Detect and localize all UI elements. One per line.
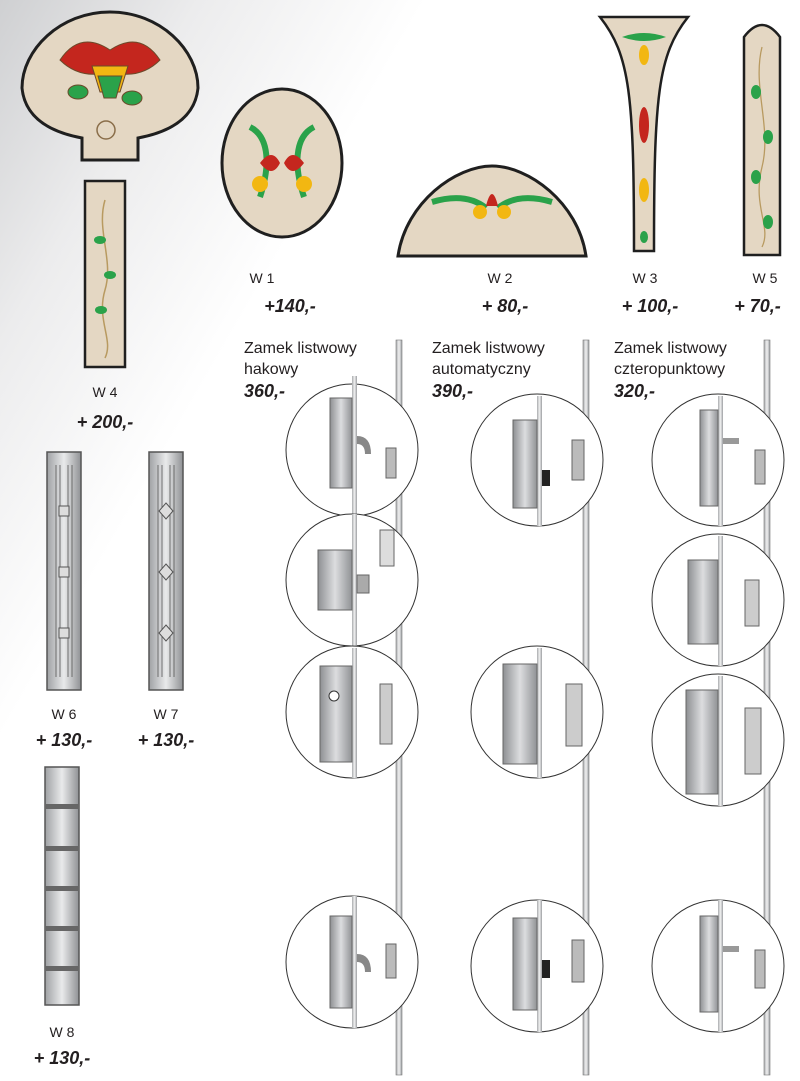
lock-1-title-line2: hakowy	[244, 361, 299, 378]
w1-price: +140,-	[264, 296, 316, 316]
fan-glass-panel	[20, 10, 200, 162]
lock-1-detail-2	[285, 513, 419, 647]
w3-glass-panel	[597, 15, 691, 253]
w1-glass-panel	[220, 87, 344, 239]
lock-2-detail-2	[470, 645, 604, 779]
lock-3-title-line2: czteropunktowy	[614, 361, 726, 378]
lock-1-title: Zamek listwowy hakowy	[244, 338, 357, 380]
lock-2-price: 390,-	[432, 381, 474, 401]
w6-price: + 130,-	[35, 730, 93, 750]
lock-3-detail-2	[651, 533, 785, 667]
lock-3-detail-4	[651, 899, 785, 1033]
w4-code: W 4	[92, 384, 118, 400]
lock-2-title: Zamek listwowy automatyczny	[432, 338, 545, 380]
lock-2-detail-3	[470, 899, 604, 1033]
w7-glass-strip	[148, 451, 184, 691]
lock-1-price: 360,-	[244, 381, 286, 401]
lock-2-detail-1	[470, 393, 604, 527]
lock-1-title-line1: Zamek listwowy	[244, 340, 357, 357]
lock-1-detail-1	[285, 376, 419, 526]
lock-3-detail-1	[651, 393, 785, 527]
w2-code: W 2	[487, 270, 513, 286]
w2-glass-panel	[396, 164, 588, 258]
lock-3-detail-3	[651, 673, 785, 807]
w8-glass-strip	[44, 766, 80, 1006]
lock-1-detail-4	[285, 895, 419, 1029]
lock-3-price: 320,-	[614, 381, 656, 401]
w7-code: W 7	[153, 706, 179, 722]
w6-code: W 6	[51, 706, 77, 722]
w3-price: + 100,-	[621, 296, 679, 316]
w5-glass-panel	[742, 23, 782, 257]
lock-2-title-line2: automatyczny	[432, 361, 531, 378]
w4-price: + 200,-	[76, 412, 134, 432]
w1-code: W 1	[249, 270, 275, 286]
lock-3-title-line1: Zamek listwowy	[614, 340, 727, 357]
lock-3-title: Zamek listwowy czteropunktowy	[614, 338, 727, 380]
w2-price: + 80,-	[481, 296, 529, 316]
w3-code: W 3	[632, 270, 658, 286]
lock-2-title-line1: Zamek listwowy	[432, 340, 545, 357]
w8-code: W 8	[49, 1024, 75, 1040]
w8-price: + 130,-	[33, 1048, 91, 1068]
w7-price: + 130,-	[137, 730, 195, 750]
w4-glass-panel	[83, 179, 127, 369]
w5-code: W 5	[752, 270, 778, 286]
w5-price: + 70,-	[734, 296, 781, 316]
w6-glass-strip	[46, 451, 82, 691]
lock-1-detail-3	[285, 645, 419, 779]
